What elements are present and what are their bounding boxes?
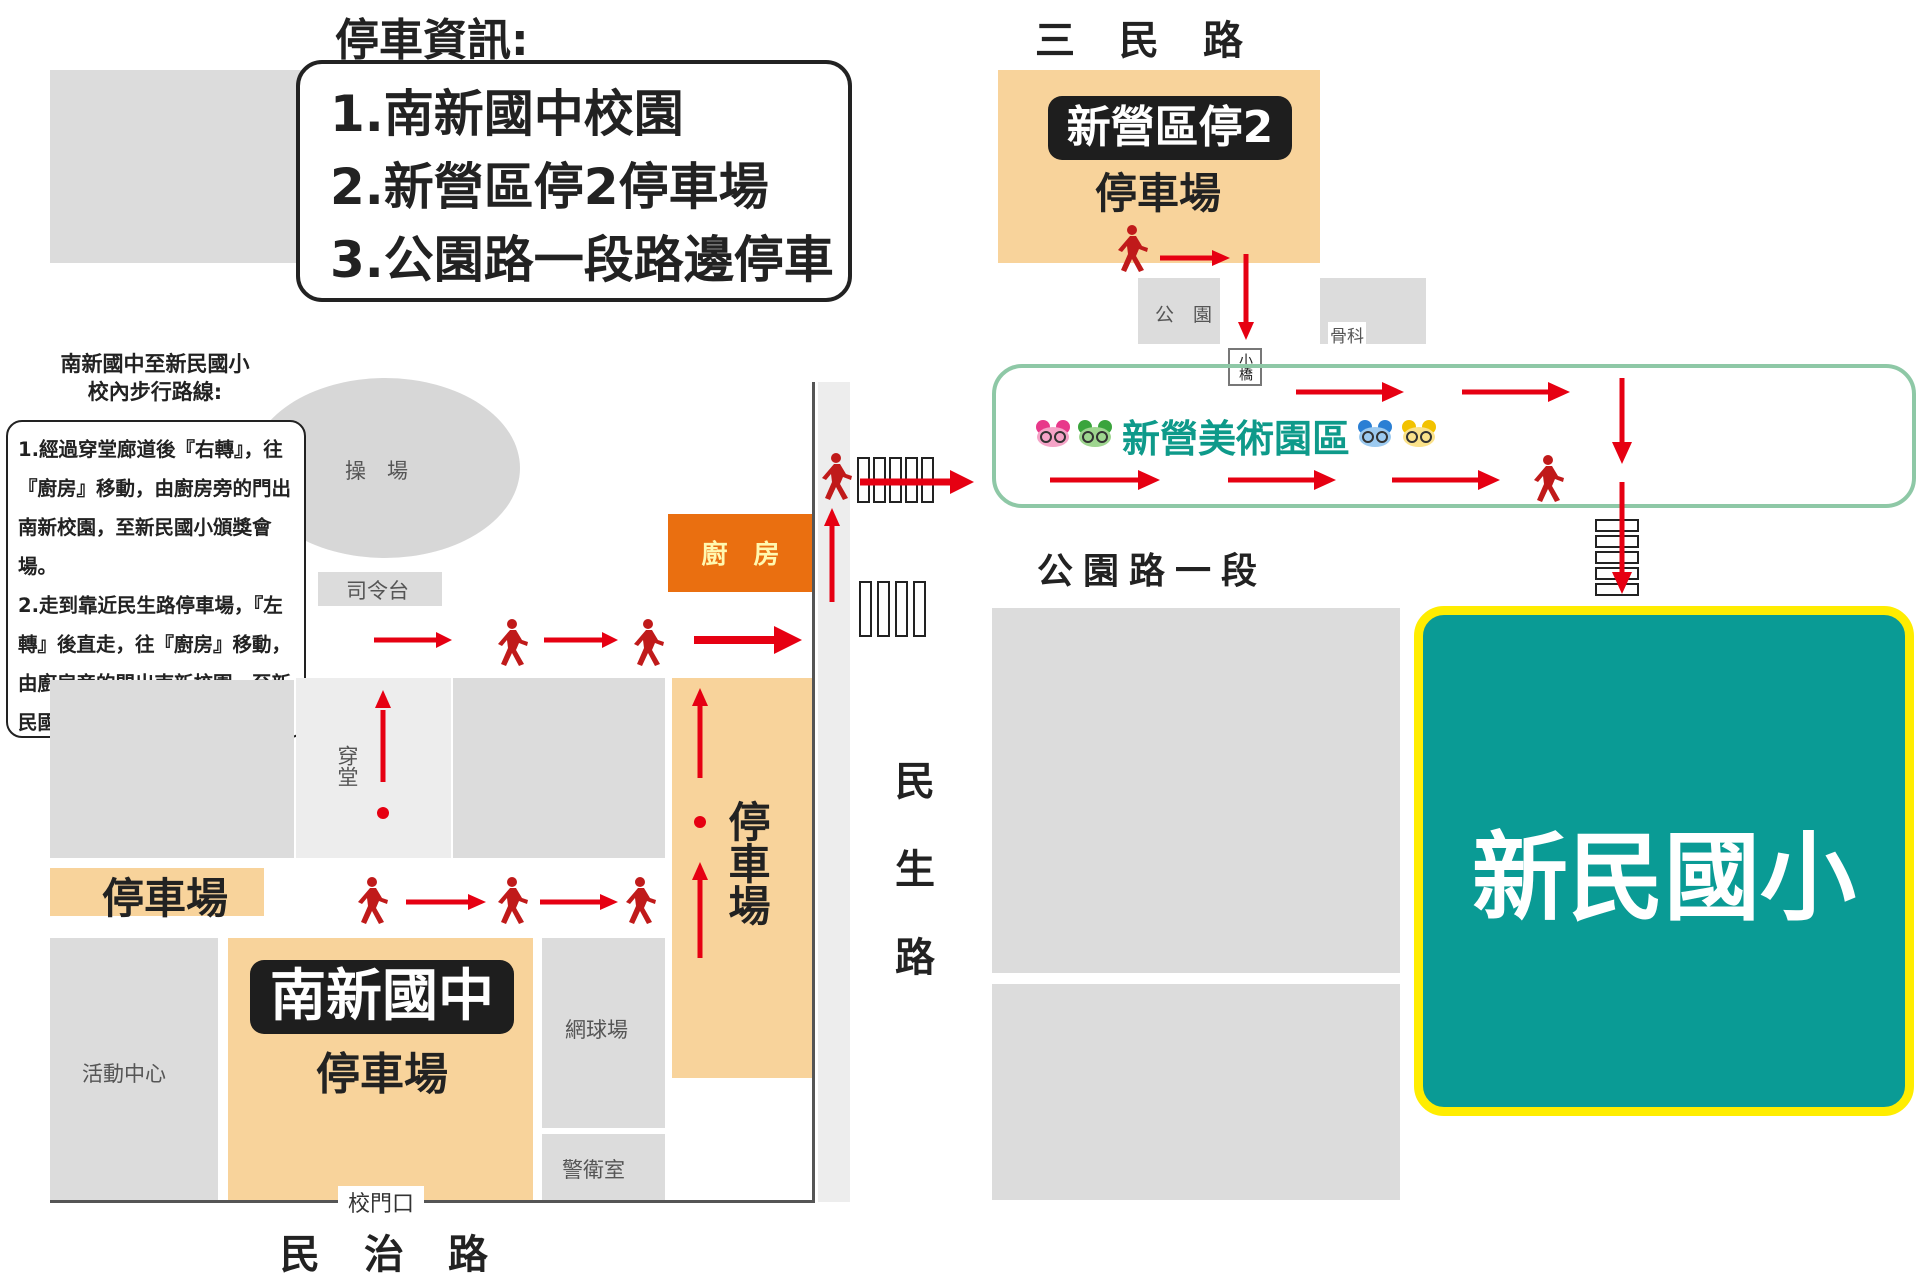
lot2-sub: 停車場	[1094, 169, 1221, 218]
art-zone-label: 新營美術園區	[1122, 417, 1351, 461]
parking-left-label: 停車場	[101, 874, 228, 923]
crosswalk-stripe	[1595, 583, 1639, 596]
route-arrowhead	[436, 632, 452, 648]
nanxin-badge: 南新國中	[250, 960, 514, 1034]
walk-route-title: 南新國中至新民國小 校內步行路線:	[20, 350, 290, 406]
art-zone	[992, 364, 1916, 508]
route-arrowhead	[600, 894, 618, 910]
walk-route-title-line: 校內步行路線:	[87, 380, 223, 404]
corridor-label: 穿堂	[335, 745, 359, 787]
walker-icon	[634, 619, 664, 666]
minsheng-road-label: 民生路	[895, 759, 935, 981]
crosswalk-stripe	[857, 457, 870, 503]
crosswalk-stripe	[1595, 519, 1639, 532]
guard-label: 警衛室	[562, 1158, 625, 1182]
parking-left	[50, 868, 264, 916]
crosswalk-stripe	[859, 581, 872, 637]
walk-route-step: 1.經過穿堂廊道後『右轉』，往『廚房』移動，由廚房旁的門出南新校園，至新民國小頒…	[18, 438, 292, 578]
kitchen-label: 廚 房	[701, 540, 780, 570]
playground-label: 操 場	[345, 459, 408, 483]
platform-label: 司令台	[346, 579, 409, 603]
parking-vertical-label: 停車場	[722, 800, 771, 926]
campus-wall	[812, 382, 815, 1202]
building-block	[453, 678, 665, 858]
school-gate-label: 校門口	[338, 1186, 425, 1218]
crosswalk-stripe	[921, 457, 934, 503]
walk-route-title-line: 南新國中至新民國小	[60, 352, 250, 376]
mascot-icon	[1036, 420, 1070, 447]
mascot-icon	[1078, 420, 1112, 447]
nanxin-sub: 停車場	[316, 1049, 448, 1100]
crosswalk-stripe	[1595, 567, 1639, 580]
minzhi-road-label: 民 治 路	[280, 1232, 490, 1278]
crosswalk-stripe	[873, 457, 886, 503]
crosswalk-stripe	[913, 581, 926, 637]
park-block	[1138, 278, 1220, 344]
walker-icon	[358, 877, 388, 924]
building-block	[992, 984, 1400, 1200]
crosswalk-stripe	[1595, 535, 1639, 548]
xinmin-elementary	[1414, 606, 1914, 1116]
crosswalk-stripe	[1595, 551, 1639, 564]
parking-info-item: 1.南新國中校園	[330, 85, 684, 143]
building-block	[992, 608, 1400, 973]
mascot-icon	[1402, 420, 1436, 447]
parking-info-item: 2.新營區停2停車場	[330, 158, 769, 216]
kitchen	[668, 514, 813, 592]
crosswalk-stripe	[877, 581, 890, 637]
building-block	[50, 680, 294, 858]
mascot-icon	[1358, 420, 1392, 447]
parking-info-title: 停車資訊:	[335, 15, 529, 66]
tennis-court	[542, 938, 665, 1128]
parking-info-box: 1.南新國中校園 2.新營區停2停車場 3.公園路一段路邊停車	[296, 60, 852, 302]
walker-icon	[498, 877, 528, 924]
xinmin-label: 新民國小	[1472, 822, 1856, 934]
activity-center-label: 活動中心	[82, 1062, 166, 1086]
crosswalk-stripe	[895, 581, 908, 637]
crosswalk-stripe	[905, 457, 918, 503]
crosswalk-stripe	[889, 457, 902, 503]
walker-icon	[498, 619, 528, 666]
minsheng-road-strip	[818, 382, 850, 1202]
sanmin-road-label: 三 民 路	[1035, 18, 1245, 64]
route-arrowhead	[774, 626, 802, 654]
tennis-label: 網球場	[565, 1018, 628, 1042]
platform	[318, 572, 442, 606]
park-label: 公 園	[1155, 304, 1213, 326]
corridor	[296, 678, 451, 858]
gongyuan-road-label: 公園路一段	[1037, 551, 1268, 592]
campus-wall	[50, 1200, 815, 1203]
route-arrowhead	[1612, 572, 1632, 594]
activity-center	[50, 938, 218, 1200]
parking-info-item: 3.公園路一段路邊停車	[330, 231, 834, 289]
route-arrowhead	[950, 470, 974, 494]
route-arrowhead	[468, 894, 486, 910]
route-arrowhead	[602, 632, 618, 648]
clinic-label: 骨科	[1328, 322, 1366, 347]
route-arrowhead	[1238, 322, 1254, 340]
walker-icon	[626, 877, 656, 924]
lot2-badge: 新營區停2	[1048, 96, 1292, 160]
guard-room	[542, 1134, 665, 1200]
building-block	[50, 70, 310, 263]
